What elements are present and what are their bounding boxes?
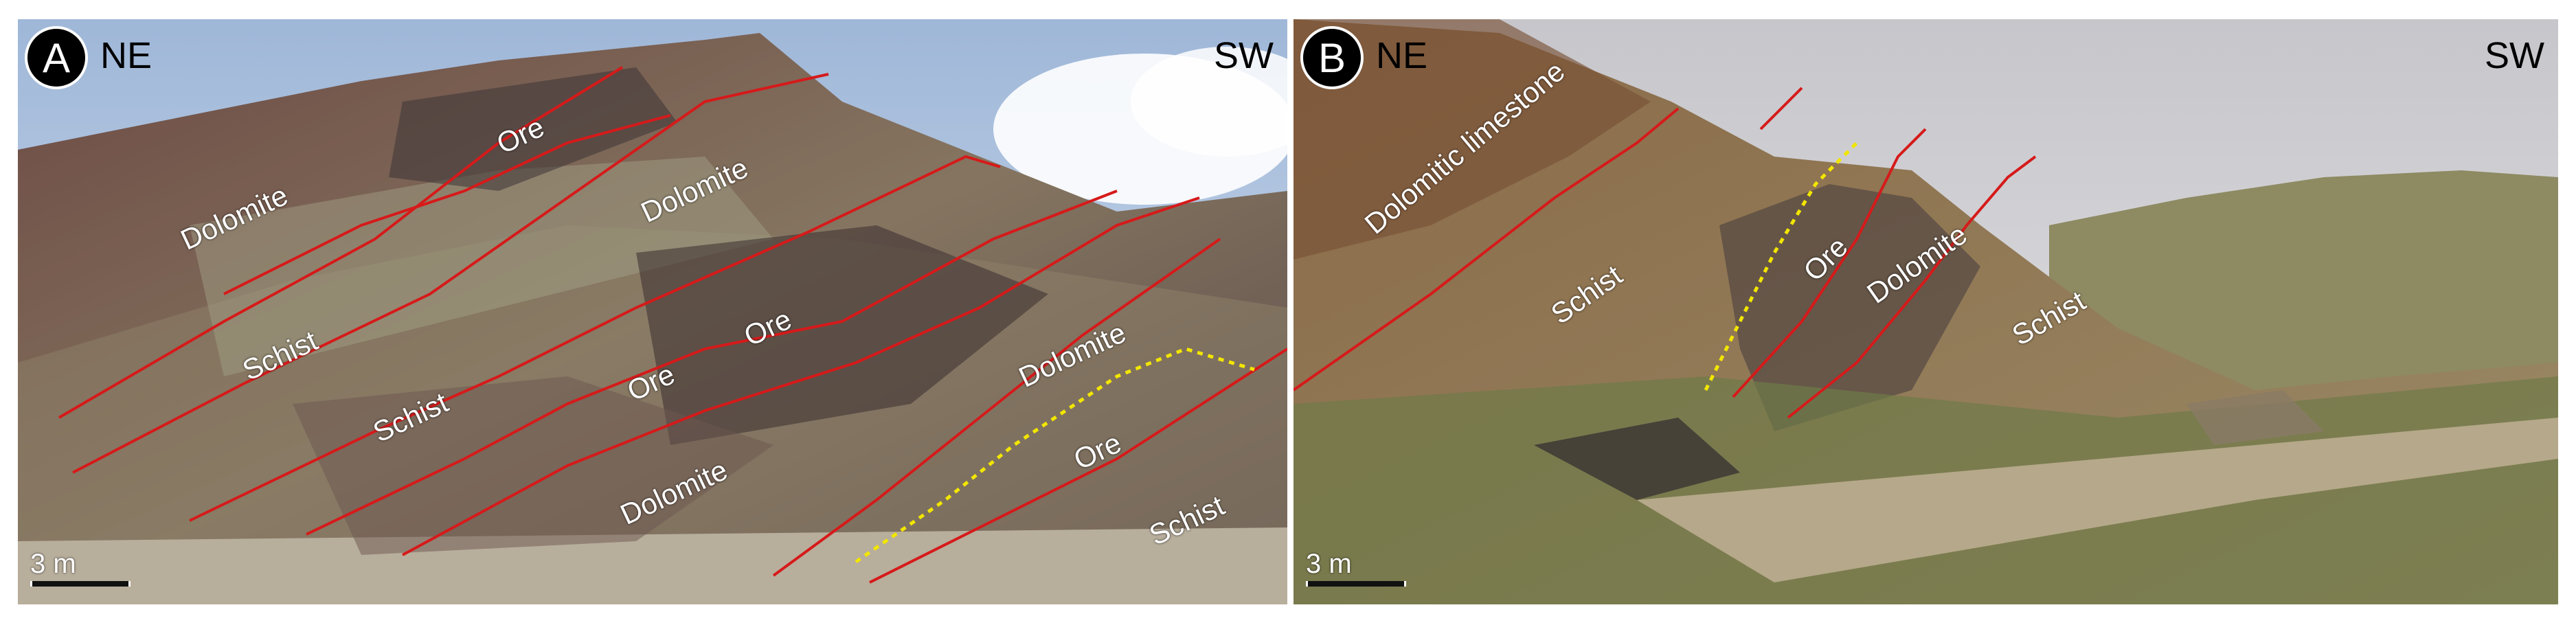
panel-b-scale-label: 3 m: [1306, 549, 1352, 579]
panel-b-scene: [1293, 19, 2558, 604]
panel-a-badge: A: [25, 26, 88, 89]
panel-a-sw-label: SW: [1214, 35, 1274, 76]
panel-a-fault-lines: [58, 66, 1287, 584]
panel-a-ne-label: NE: [100, 35, 152, 76]
panel-b-sw-label: SW: [2485, 35, 2544, 76]
panel-a-scale-bar: 3 m: [30, 549, 131, 587]
panel-b-badge: B: [1300, 26, 1364, 89]
panel-a-scene: [18, 19, 1287, 604]
panel-b-scale-line: [1306, 581, 1406, 587]
panel-b-fault-lines: [1293, 87, 2037, 419]
panel-a-photo: A NE SW Dolomite Ore Dolomite Schist Sch…: [18, 19, 1287, 604]
panel-a-contact-line: [855, 347, 1255, 564]
panel-b-scale-bar: 3 m: [1306, 549, 1406, 587]
panel-b-photo: B NE SW Dolomitic limestone Schist Ore D…: [1293, 19, 2558, 604]
panel-b-contact-line: [1704, 141, 1858, 391]
panel-a-scale-label: 3 m: [30, 549, 76, 579]
panel-a-scale-line: [30, 581, 131, 587]
panel-b-ne-label: NE: [1376, 35, 1428, 76]
